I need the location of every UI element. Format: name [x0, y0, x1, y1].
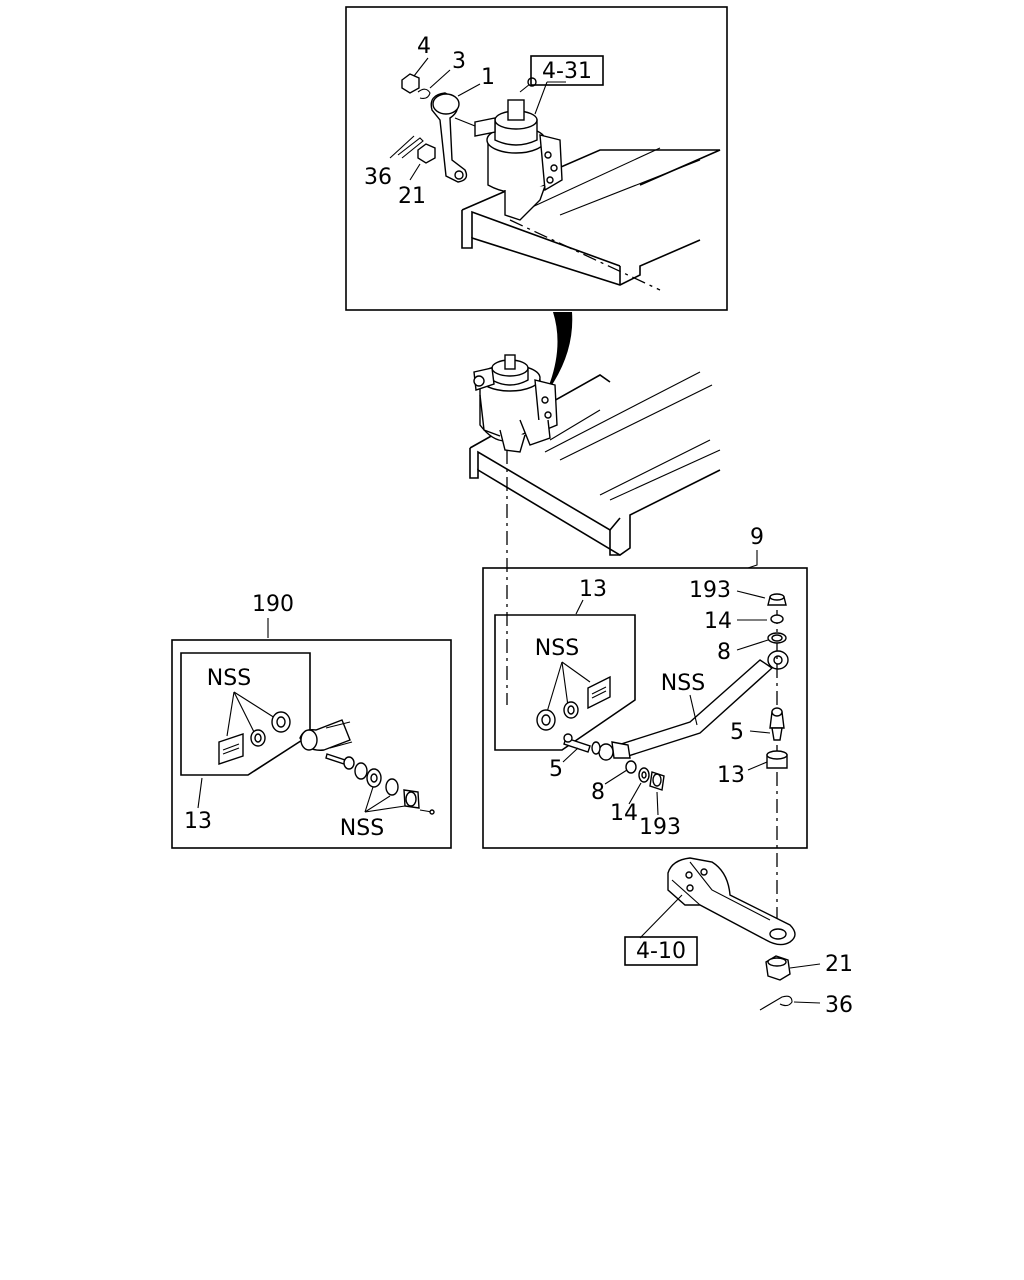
callout-5-lower: 5	[549, 757, 563, 782]
callout-36-bottom: 36	[825, 993, 853, 1018]
lower-stack-parts	[563, 733, 665, 791]
callout-8-upper: 8	[717, 640, 731, 665]
ref-box-4-10	[624, 936, 698, 966]
steering-gear-detail	[454, 77, 563, 221]
callout-13-inner: 13	[579, 577, 607, 602]
pitman-arm-detail	[397, 73, 468, 183]
detail-frame	[345, 6, 728, 311]
ref-label-4-31: 4-31	[542, 59, 592, 84]
frame-190	[171, 639, 452, 849]
nss-label-left-bottom: NSS	[340, 816, 384, 841]
callout-1-top: 1	[481, 65, 495, 90]
callout-193-upper: 193	[689, 578, 731, 603]
drag-link-assembly: 9 13 NSS NSS	[482, 525, 808, 935]
callout-8-lower: 8	[591, 780, 605, 805]
drag-link-tube	[598, 650, 789, 761]
callout-193-lower: 193	[639, 815, 681, 840]
cotter-pin-36-bottom	[759, 995, 793, 1011]
nss-label-right-box: NSS	[535, 636, 579, 661]
callout-5-upper: 5	[730, 720, 744, 745]
callout-14-upper: 14	[704, 609, 732, 634]
callout-13-left: 13	[184, 809, 212, 834]
steering-arm-bottom: 4-10 21 36	[624, 857, 853, 1018]
ref-box-4-31	[530, 55, 604, 86]
callout-14-lower: 14	[610, 801, 638, 826]
nss-label-tube: NSS	[661, 671, 705, 696]
upper-stack-parts	[766, 593, 788, 769]
nss-label-left-inner: NSS	[207, 666, 251, 691]
ref-label-4-10: 4-10	[636, 939, 686, 964]
callout-190: 190	[252, 592, 294, 617]
nut-21-detail	[417, 143, 436, 164]
seal-part-set-inner	[536, 675, 611, 731]
ball-joint-kit-190: 190 NSS 13	[171, 592, 452, 849]
detail-pointer-arrow	[545, 312, 573, 395]
nut-4-detail	[401, 73, 420, 94]
steering-gear-on-frame	[469, 354, 721, 556]
callout-36-top: 36	[364, 165, 392, 190]
steering-gear-detail-view: 4 3 1 36 21 4-31	[345, 6, 728, 311]
callout-21-top: 21	[398, 184, 426, 209]
callout-4-top: 4	[417, 34, 431, 59]
callout-3-top: 3	[452, 49, 466, 74]
frame-13-inner	[494, 614, 636, 751]
callout-21-bottom: 21	[825, 952, 853, 977]
ball-joint-parts-left	[299, 719, 435, 815]
callout-9: 9	[750, 525, 764, 550]
callout-13-right: 13	[717, 763, 745, 788]
frame-9	[482, 567, 808, 849]
frame-13-left-inner	[180, 652, 311, 776]
seal-part-set-left	[218, 711, 291, 765]
frame-rail-detail	[461, 147, 721, 291]
